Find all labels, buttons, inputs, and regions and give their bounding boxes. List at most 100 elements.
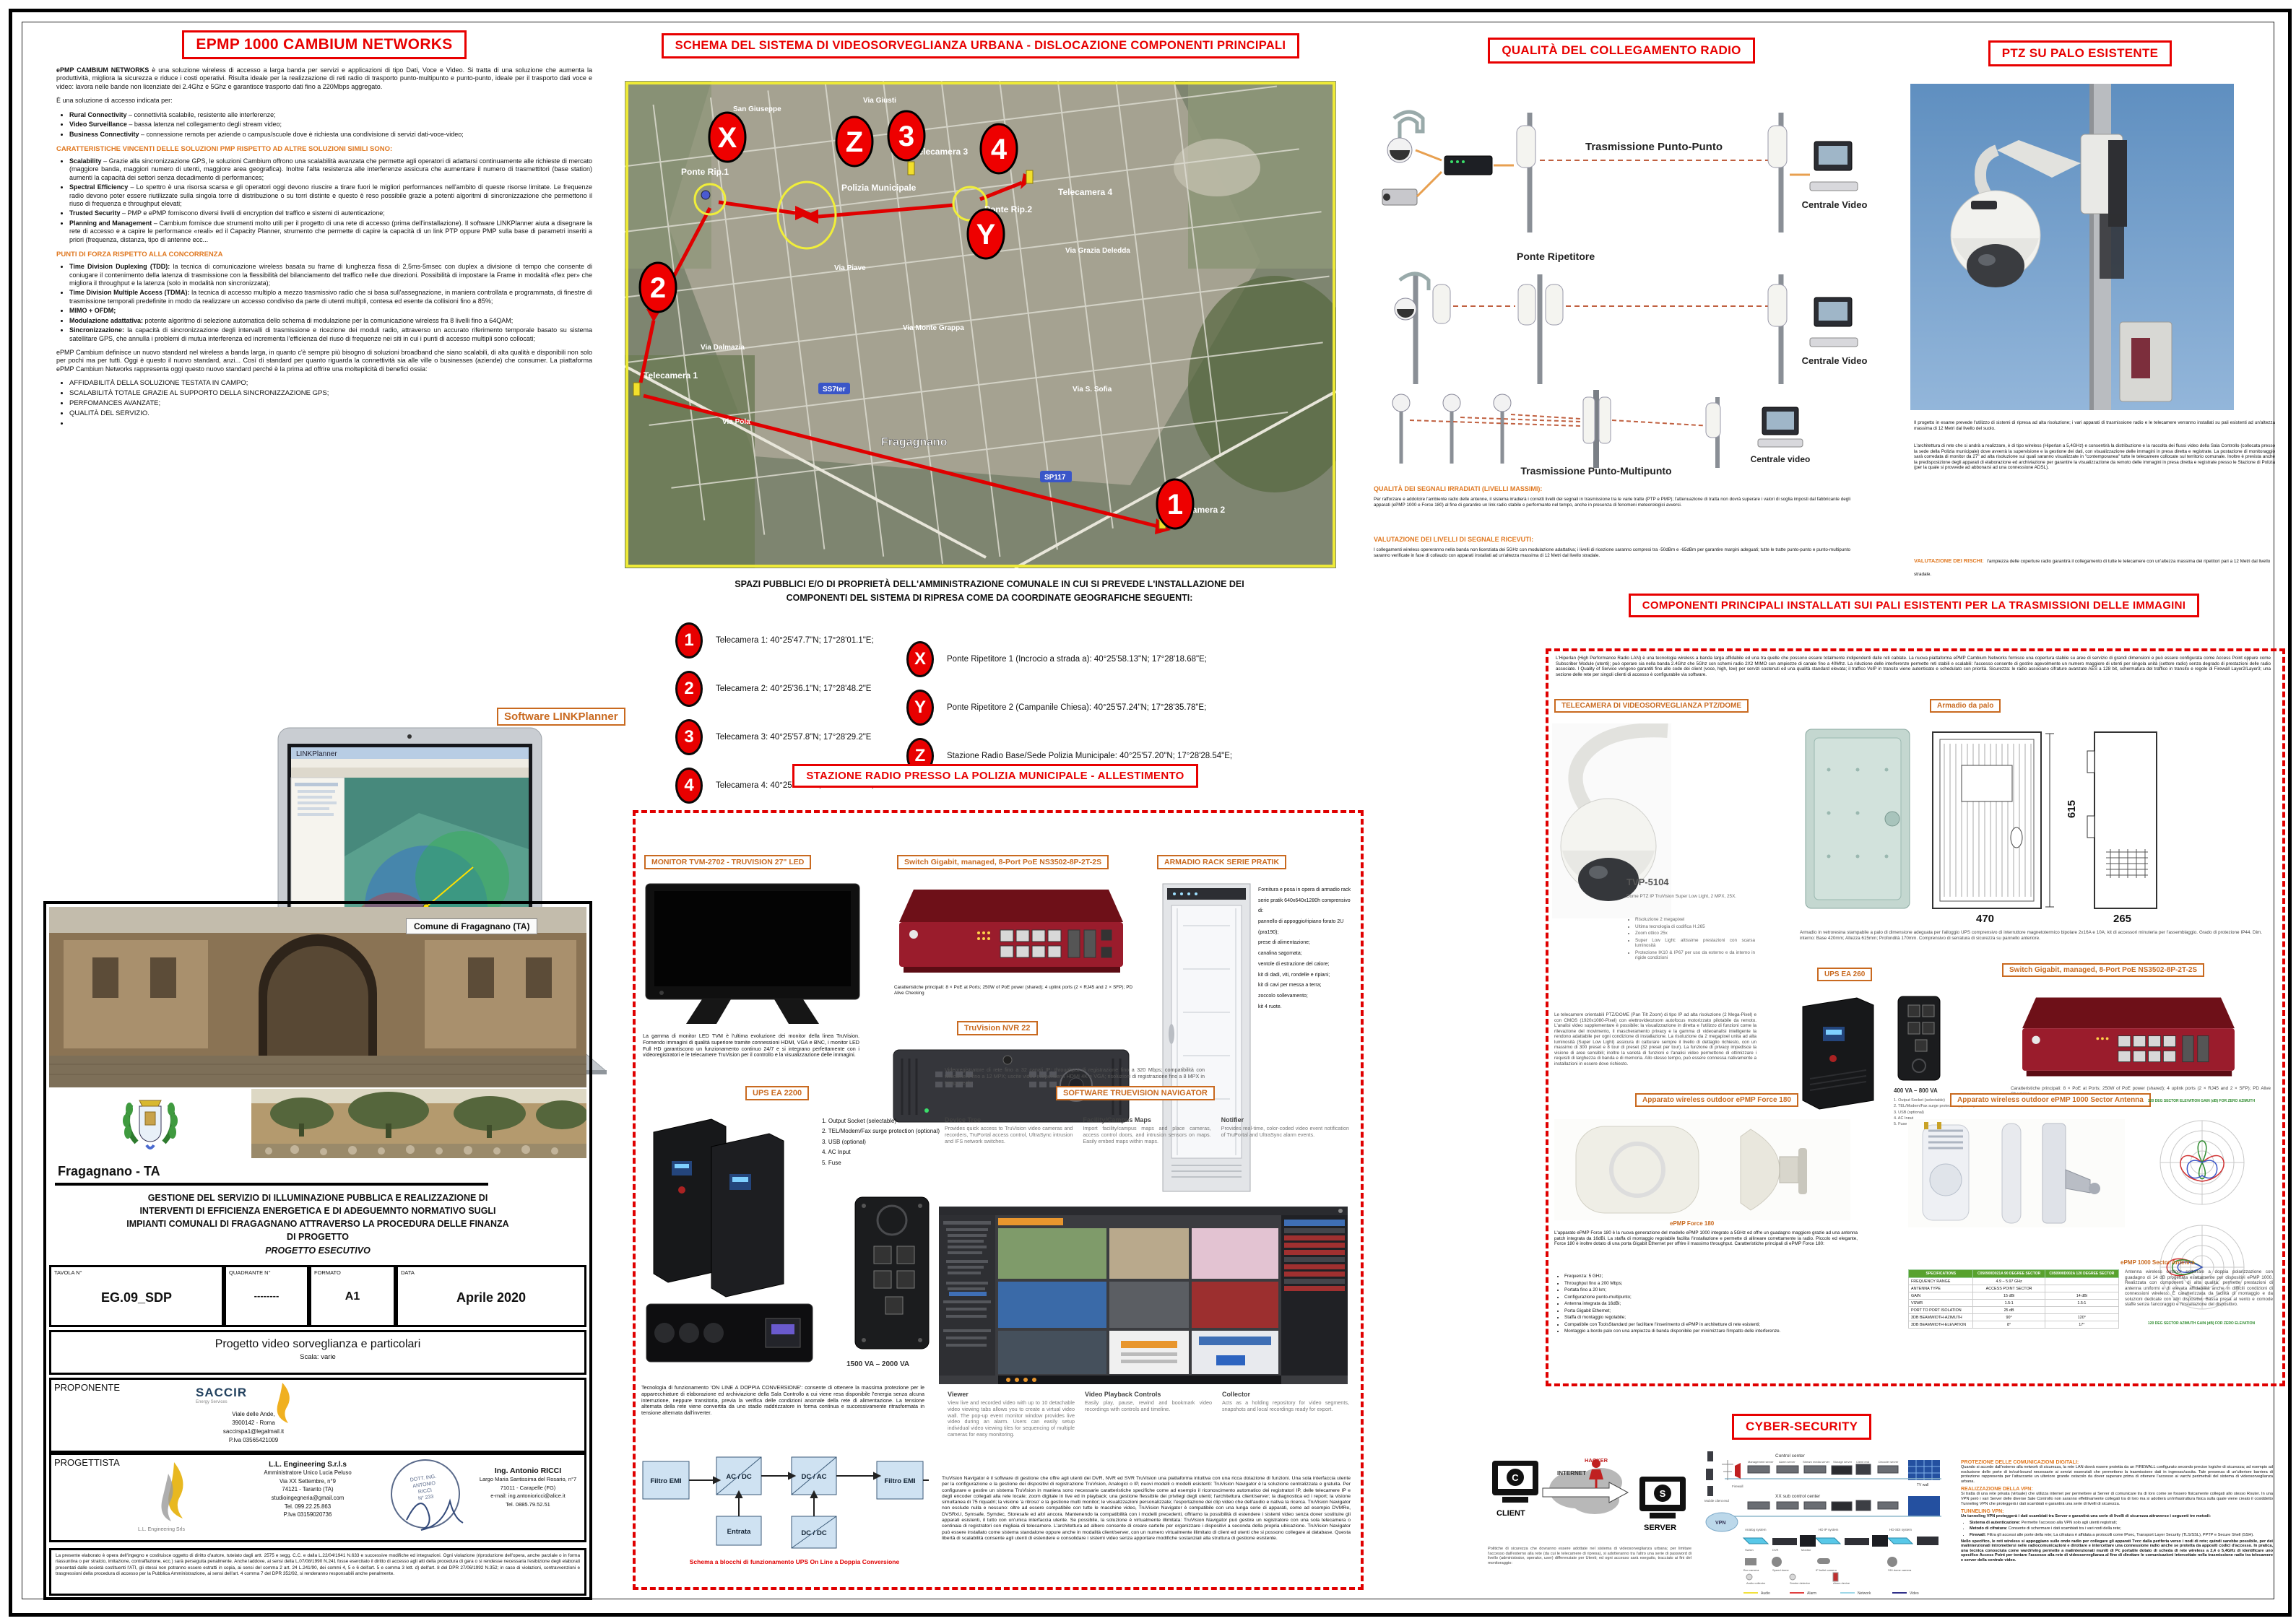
ll-logo-caption: L.L. Engineering Srls: [138, 1527, 185, 1532]
map-marker-4: 4: [991, 134, 1008, 165]
force180-name: ePMP Force 180: [1670, 1220, 1715, 1227]
componenti-intro: L'Hiperlan (High Performance Radio LAN) …: [1556, 656, 2271, 677]
address-line: Tel. 0885.79.52.51: [506, 1500, 550, 1508]
radio-diagram: Trasmissione Punto-Punto Centrale Video …: [1372, 81, 1871, 480]
project-line: GESTIONE DEL SERVIZIO DI ILLUMINAZIONE P…: [147, 1193, 488, 1203]
list-item: Super Low Light: altissime prestazioni c…: [1635, 938, 1755, 949]
map-title: SCHEMA DEL SISTEMA DI VIDEOSORVEGLIANZA …: [661, 33, 1300, 58]
cam-paragraph: Le telecamere orientabili PTZ/DOME (Pan …: [1554, 1012, 1756, 1066]
list-item: Porta Gigabit Ethernet;: [1564, 1308, 1865, 1314]
list-item: Protezione IK10 & IP67 per uso da estern…: [1635, 950, 1755, 961]
ptz-photo: [1910, 84, 2234, 414]
map-marker-x: X: [718, 122, 737, 154]
data-value: Aprile 2020: [456, 1290, 527, 1305]
stazione-title-wrap: STAZIONE RADIO PRESSO LA POLIZIA MUNICIP…: [634, 764, 1356, 788]
vpn-client-label: CLIENT: [1496, 1509, 1525, 1518]
address-line: Via XX Settembre, n°9: [280, 1477, 336, 1485]
list-item: Spectral Efficiency – Lo spettro è una r…: [69, 183, 592, 208]
ptz-p3: l'ampiezza delle coperture radio garanti…: [1914, 559, 2271, 577]
rack-text: Fornitura e posa in opera di armadio rac…: [1258, 885, 1355, 1012]
coat-of-arms: [49, 1089, 251, 1158]
net-label: Box camera: [1743, 1568, 1759, 1572]
force180-image: [1554, 1119, 1850, 1224]
rack-text-line: ventole di estrazione del calore;: [1258, 961, 1330, 967]
trunav-column-title: Notifier: [1221, 1116, 1244, 1124]
componenti-title-wrap: COMPONENTI PRINCIPALI INSTALLATI SUI PAL…: [1553, 594, 2275, 617]
net-label: Smoke detector: [1790, 1581, 1811, 1585]
proponente-cell: PROPONENTE SACCIR Energy Services Viale …: [49, 1378, 586, 1453]
address-line: 3900142 - Roma: [232, 1420, 275, 1426]
rack-text-line: canalina sagomata;: [1258, 951, 1302, 957]
list-item: Frequenza: 5 GHz;: [1564, 1274, 1865, 1279]
armadio-dim-h: 615: [2066, 799, 2079, 819]
address-line: Tel. 099.22.25.863: [284, 1503, 332, 1510]
epmp-intro2: È una soluzione di accesso indicata per:: [56, 97, 173, 105]
project-phase: PROGETTO ESECUTIVO: [265, 1245, 371, 1256]
armadio-caption: Armadio in vetroresina stampabile a palo…: [1800, 930, 2262, 941]
net-label: Decoder server: [1879, 1460, 1899, 1464]
list-item: Scalability – Grazie alla sincronizzazio…: [69, 157, 592, 182]
map-label-tel4: Telecamera 4: [1058, 187, 1112, 197]
ptz-dome-image: [1552, 723, 1671, 922]
cyber-text: PROTEZIONE DELLE COMUNICAZIONI DIGITALI:…: [1961, 1460, 2273, 1563]
armadio-dim-w: 470: [1976, 913, 1995, 925]
monitor-label: MONITOR TVM-2702 - TRUVISION 27" LED: [644, 855, 812, 869]
street-label: Via Pola: [722, 418, 750, 426]
cyber-p3: Un tunneling VPN proteggerà i dati scamb…: [1961, 1514, 2211, 1519]
subject-cell: Progetto video sorveglianza e particolar…: [49, 1330, 586, 1375]
list-item: QUALITÀ DEL SERVIZIO.: [69, 409, 592, 418]
radio-p1: Per rafforzare e addolcire l'ambiente ra…: [1374, 497, 1850, 508]
trunav-label: SOFTWARE TRUEVISION NAVIGATOR: [1056, 1086, 1215, 1100]
net-label: Client end: [1856, 1460, 1869, 1464]
trunav-screenshot: [939, 1207, 1348, 1388]
block-label: AC / DC: [726, 1473, 752, 1481]
marker-badge: 1: [675, 622, 703, 659]
net-label: Monitor: [1801, 1548, 1811, 1552]
coords-caption: SPAZI PUBBLICI E/O DI PROPRIETÀ DELL'AMM…: [654, 578, 1325, 605]
list-item: Trusted Security – PMP e ePMP forniscono…: [69, 209, 592, 217]
net-label: XX sub control center: [1775, 1494, 1821, 1499]
tavola-label: TAVOLA N°: [54, 1269, 82, 1276]
net-label: Switch: [1745, 1548, 1754, 1552]
coordinate-text: Ponte Ripetitore 2 (Campanile Chiesa): 4…: [947, 703, 1207, 712]
rack-text-line: kit 4 ruote.: [1258, 1004, 1282, 1009]
map-marker-3: 3: [898, 121, 914, 152]
list-item: Time Division Multiple Access (TDMA): la…: [69, 289, 592, 305]
net-label: Control center: [1775, 1453, 1806, 1459]
trunav-column-title: Device Tree: [945, 1116, 982, 1124]
componenti-switch-image: [2009, 991, 2248, 1087]
sector-name: ePMP 1000 Sector Antenna: [2120, 1259, 2195, 1266]
coords-caption-line1: SPAZI PUBBLICI E/O DI PROPRIETÀ DELL'AMM…: [735, 579, 1244, 589]
ups-note-line: 3. USB (optional): [1894, 1110, 1924, 1115]
net-label: Alarm server: [1779, 1460, 1795, 1464]
list-item: Modulazione adattativa: potente algoritm…: [69, 317, 592, 325]
city-name: Fragagnano - TA: [58, 1164, 160, 1178]
trunav-column-text: Easily play, pause, rewind and bookmark …: [1085, 1399, 1212, 1412]
net-label: TV wall: [1917, 1483, 1928, 1487]
map-label-ponte1: Ponte Rip.1: [681, 167, 729, 177]
list-item: Compatibile con ToolsStandard per facili…: [1564, 1322, 1865, 1328]
trunav-text: TruVision Navigator è il software di ges…: [942, 1476, 1351, 1541]
net-label: Mobile client end: [1704, 1499, 1729, 1503]
cyber-p4: Nello specifico, le reti wireless si app…: [1961, 1539, 2273, 1563]
quadrante-label: QUADRANTE N°: [229, 1269, 271, 1276]
street-label: Via S. Sofia: [1073, 386, 1112, 394]
radio-label-cv3: Centrale video: [1751, 454, 1811, 464]
list-item: Business Connectivity – connessione remo…: [69, 131, 592, 139]
list-item: Throughput fino a 200 Mbps;: [1564, 1281, 1865, 1287]
cyber-title: CYBER-SECURITY: [1732, 1414, 1872, 1440]
